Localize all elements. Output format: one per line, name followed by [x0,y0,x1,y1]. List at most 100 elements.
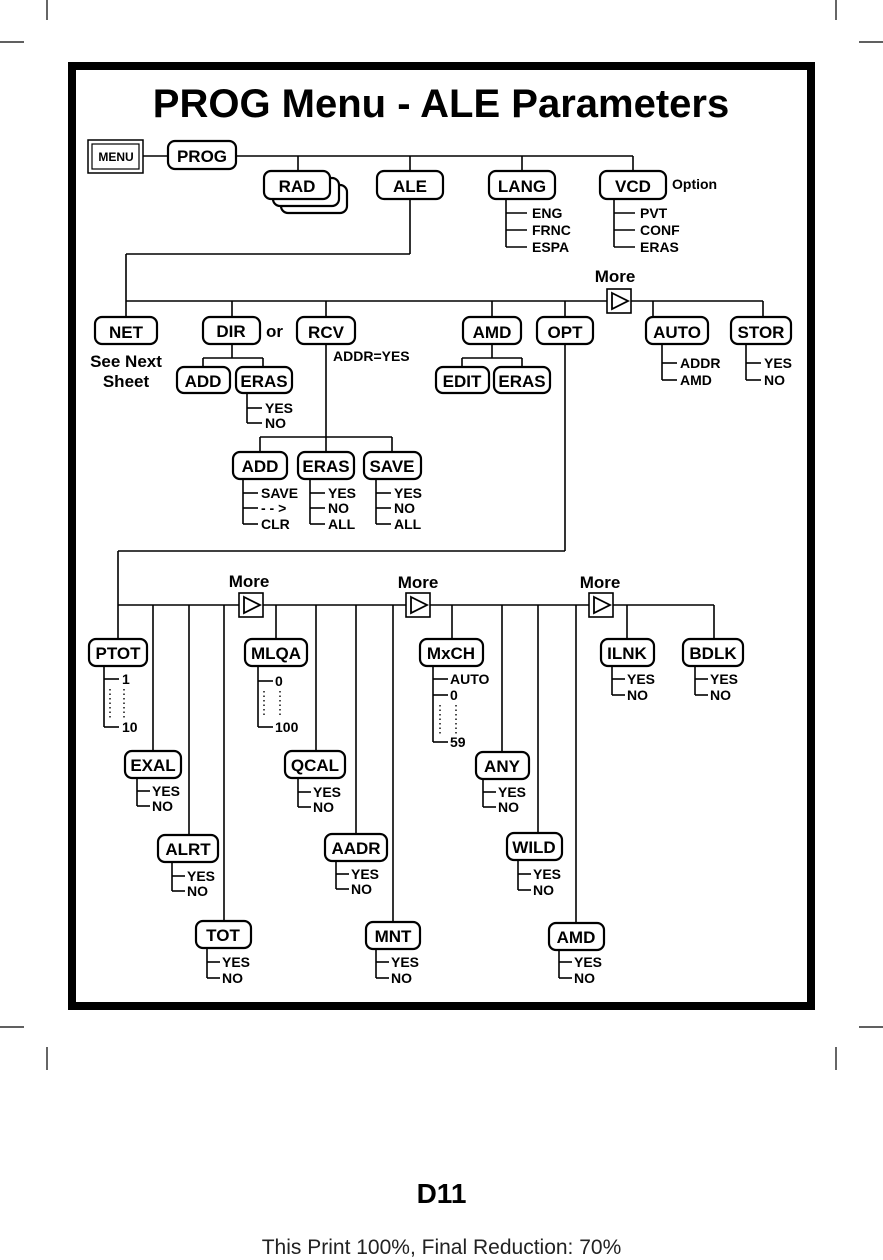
node-qcal-label: QCAL [291,756,339,775]
auto-option: AMD [680,372,712,388]
wild-option: YES [533,866,561,882]
ptot-option: 10 [122,719,138,735]
node-amd2: AMD [547,921,606,952]
node-aadr-label: AADR [331,839,380,858]
node-net: NET [93,315,159,346]
alrt-option: NO [187,883,208,899]
exal-option: YES [152,783,180,799]
mlqa-option: 100 [275,719,299,735]
mlqa-option: 0 [275,673,283,689]
mxch-option: 59 [450,734,466,750]
vcd-option: CONF [640,222,680,238]
rcv-add-option: SAVE [261,485,298,501]
bdlk-option: YES [710,671,738,687]
rcv-save-option: NO [394,500,415,516]
stor-option: YES [764,355,792,371]
print-note: This Print 100%, Final Reduction: 70% [261,1236,622,1259]
node-exal: EXAL [123,749,183,780]
aadr-option: NO [351,881,372,897]
vcd-option: ERAS [640,239,679,255]
stor-option: NO [764,372,785,388]
node-bdlk: BDLK [681,637,745,668]
more-label-3: More [580,573,621,592]
node-dir-add: ADD [175,365,232,395]
rcv-add-option: - - > [261,500,286,516]
diagram-frame [68,62,815,1010]
node-ale: ALE [375,169,445,201]
ilnk-option: YES [627,671,655,687]
node-amd-edit-label: EDIT [443,372,482,391]
more-label-top: More [595,267,636,286]
node-dir-eras-label: ERAS [240,372,287,391]
node-rcv-eras: ERAS [296,450,356,481]
dir-eras-option: YES [265,400,293,416]
more-arrow-1 [238,592,264,618]
node-dir: DIR [201,315,262,346]
node-opt-label: OPT [548,323,584,342]
node-opt: OPT [535,315,595,346]
node-amd-label: AMD [473,323,512,342]
node-mnt-label: MNT [375,927,412,946]
rcv-save-option: ALL [394,516,422,532]
node-auto: AUTO [644,315,710,346]
mnt-option: NO [391,970,412,986]
node-ilnk-label: ILNK [607,644,647,663]
or-label: or [266,322,283,341]
node-rcv-save: SAVE [362,450,423,481]
node-tot: TOT [194,919,253,950]
lang-option: ENG [532,205,562,221]
node-rcv-add-label: ADD [242,457,279,476]
tot-option: YES [222,954,250,970]
node-qcal: QCAL [283,749,347,780]
node-alrt: ALRT [156,833,220,864]
more-label-1: More [229,572,270,591]
node-exal-label: EXAL [130,756,175,775]
wild-option: NO [533,882,554,898]
any-option: NO [498,799,519,815]
qcal-option: YES [313,784,341,800]
crop-marks [0,0,883,1070]
page-title: PROG Menu - ALE Parameters [153,82,729,126]
node-rcv: RCV [295,315,357,346]
dir-eras-option: NO [265,415,286,431]
tot-option: NO [222,970,243,986]
node-vcd: VCD [598,169,668,201]
alrt-option: YES [187,868,215,884]
menu-key-label: MENU [98,150,133,164]
node-net-label: NET [109,323,144,342]
bdlk-option: NO [710,687,731,703]
node-mxch-label: MxCH [427,644,475,663]
node-mxch: MxCH [418,637,485,668]
mxch-option: 0 [450,687,458,703]
node-stor: STOR [729,315,793,346]
qcal-option: NO [313,799,334,815]
node-ale-label: ALE [393,177,427,196]
aadr-option: YES [351,866,379,882]
node-amd-eras: ERAS [492,365,552,395]
addr-yes-note: ADDR=YES [333,348,410,364]
node-wild: WILD [505,831,564,862]
node-alrt-label: ALRT [165,840,211,859]
node-dir-label: DIR [216,322,245,341]
rcv-eras-option: ALL [328,516,356,532]
amd2-option: YES [574,954,602,970]
node-amd: AMD [461,315,523,346]
node-lang: LANG [487,169,557,201]
node-vcd-label: VCD [615,177,651,196]
node-any-label: ANY [484,757,521,776]
see-next-sheet-line2: Sheet [103,372,150,391]
mnt-option: YES [391,954,419,970]
node-rcv-add: ADD [231,450,289,481]
rcv-eras-option: NO [328,500,349,516]
node-rcv-save-label: SAVE [369,457,414,476]
node-auto-label: AUTO [653,323,701,342]
mxch-option: AUTO [450,671,490,687]
node-dir-add-label: ADD [185,372,222,391]
more-arrow-3 [588,592,614,618]
menu-key: MENU [87,139,144,174]
node-rad-label: RAD [279,177,316,196]
node-bdlk-label: BDLK [689,644,737,663]
lang-option: ESPA [532,239,569,255]
exal-option: NO [152,798,173,814]
